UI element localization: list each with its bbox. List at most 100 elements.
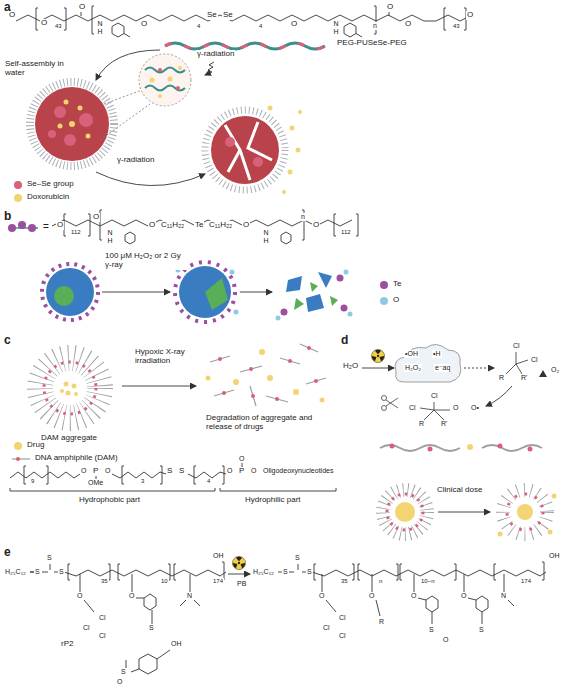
micelles-b (42, 262, 353, 322)
text-label: O (8, 11, 16, 20)
text-label: n (300, 213, 306, 221)
panel-letter: b (3, 210, 12, 223)
text-label: 4 (196, 23, 201, 30)
text-label: O (78, 3, 86, 12)
text-label: H₂O (342, 362, 359, 371)
text-label: O (386, 3, 394, 12)
text-label: Cl (338, 614, 347, 622)
text-label: 174 (212, 578, 224, 585)
text-label: H₂O₂ (404, 364, 422, 372)
text-label: O (318, 592, 325, 600)
text-label: 174 (520, 578, 532, 585)
text-label: S (58, 568, 65, 576)
panel-c-art (10, 344, 336, 491)
text-label: O (238, 455, 245, 463)
text-label: R (418, 420, 425, 428)
text-label: S (166, 467, 173, 476)
text-label: R' (440, 420, 448, 428)
text-label: OH (170, 640, 183, 648)
text-label: C₁₁H₂₂ (208, 221, 233, 230)
panel-e-art (30, 562, 546, 674)
panel-letter: d (340, 334, 349, 347)
text-label: O (466, 11, 474, 20)
text-label: = (42, 221, 50, 232)
text-label: S (478, 626, 485, 634)
text-label: P (92, 467, 99, 476)
text-label: Cl (322, 624, 331, 632)
text-label: N H (332, 20, 340, 35)
text-label: O (76, 592, 83, 600)
text-label: O (290, 20, 298, 29)
text-label: H₂₅C₁₂ (252, 568, 275, 576)
text-label: 35 (100, 578, 109, 585)
text-label: O (148, 221, 156, 230)
legend-text: DNA amphiphile (DAM) (34, 454, 119, 463)
legend-swatch (14, 442, 22, 450)
text-label: Te (194, 221, 204, 230)
panel-d-art (362, 344, 557, 536)
text-label: Hypoxic X-ray irradiation (134, 348, 210, 366)
legend-text: Te (392, 280, 402, 289)
text-label: Cl (338, 632, 347, 640)
text-label: P (238, 467, 245, 476)
text-label: PEG-PUSeSe-PEG (336, 39, 408, 48)
text-label: R' (520, 374, 528, 382)
text-label: OH (548, 552, 561, 560)
text-label: O (410, 592, 417, 600)
text-label: 112 (70, 229, 82, 236)
text-label: 10 (160, 578, 169, 585)
text-label: 9 (30, 478, 35, 485)
text-label: Se (222, 11, 234, 20)
text-label: Cl (98, 632, 107, 640)
text-label: •OH (404, 350, 419, 358)
text-label: C₁₁H₂₂ (160, 221, 185, 230)
text-label: O (242, 221, 250, 230)
text-label: Cl (98, 614, 107, 622)
legend-text: Se–Se group (26, 180, 75, 189)
nanoparticle (30, 50, 302, 194)
text-label: H₂₅C₁₂ (4, 568, 27, 576)
text-label: N (500, 592, 507, 600)
text-label: OH (212, 552, 225, 560)
text-label: Cl (512, 342, 521, 350)
text-label: •H (432, 350, 442, 358)
text-label: Se (206, 11, 218, 20)
polymer-strand (165, 43, 325, 49)
text-label: S (120, 668, 127, 676)
text-label: Cl (530, 356, 539, 364)
text-label: O• (470, 404, 480, 412)
text-label: OMe (87, 479, 104, 487)
text-label: N H (106, 229, 114, 244)
text-label: e⁻aq (434, 364, 451, 372)
text-label: Cl (82, 624, 91, 632)
text-label: Self-assembly in water (4, 60, 66, 78)
text-label: O (56, 221, 64, 230)
text-label: Oligodeoxynucleotides (262, 467, 334, 475)
text-label: S (46, 554, 53, 562)
panel-b-art (8, 210, 358, 244)
text-label: O (250, 467, 257, 475)
panel-letter: e (3, 546, 12, 559)
text-label: S (148, 624, 155, 632)
text-label: S (428, 626, 435, 634)
text-label: PB (236, 580, 247, 588)
text-label: 112 (340, 229, 352, 236)
text-label: O (404, 20, 412, 29)
legend-swatch (380, 281, 388, 289)
text-label: O (128, 592, 135, 600)
text-label: O (442, 636, 449, 644)
text-label: S (306, 568, 313, 576)
text-label: S (282, 568, 289, 576)
text-label: 43 (54, 23, 63, 30)
text-label: N (186, 592, 193, 600)
text-label: 4 (206, 478, 211, 485)
text-label: O (80, 467, 87, 475)
text-label: R (498, 374, 505, 382)
text-label: O (452, 404, 459, 412)
text-label: n (372, 22, 378, 30)
text-label: rP2 (60, 640, 74, 649)
radiation-symbol (232, 556, 246, 569)
text-label: S (294, 554, 301, 562)
text-label: O (92, 213, 100, 222)
text-label: 3 (140, 478, 145, 485)
